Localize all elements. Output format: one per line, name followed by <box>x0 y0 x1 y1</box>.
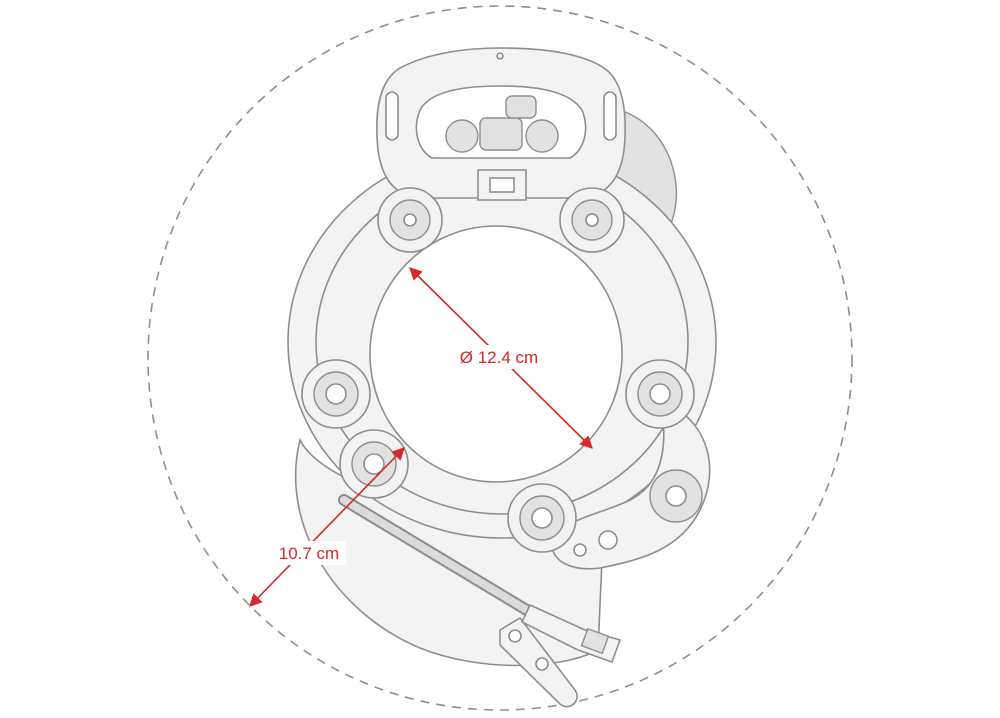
wheel-top-right <box>559 187 625 253</box>
wheel-top-left <box>377 187 443 253</box>
bracket-arm <box>551 398 711 570</box>
diameter-label: Ø 12.4 cm <box>460 348 538 367</box>
handle-knob <box>525 119 559 153</box>
handle-knob <box>445 119 479 153</box>
bracket-knob-center <box>665 485 687 507</box>
bracket-hole <box>598 530 618 550</box>
clamp-lever <box>499 603 622 708</box>
handle-slot-right <box>603 91 617 141</box>
cold-shoe-slot <box>489 177 515 193</box>
wheel-lower-left <box>339 429 409 499</box>
offset-label: 10.7 cm <box>279 544 339 563</box>
offset-dimension-line <box>249 447 405 607</box>
handle-pin <box>496 52 504 60</box>
wheel-right <box>625 359 695 429</box>
bracket-hole <box>573 543 587 557</box>
handle-clamp-top <box>505 95 537 119</box>
offset-label-bg <box>272 541 346 565</box>
wheel-left <box>301 359 371 429</box>
handle-clamp <box>479 117 523 151</box>
clearance-circle <box>147 5 853 711</box>
wheel-lower-right <box>507 483 577 553</box>
diameter-label-bg <box>452 345 546 369</box>
handle-slot-left <box>385 91 399 141</box>
